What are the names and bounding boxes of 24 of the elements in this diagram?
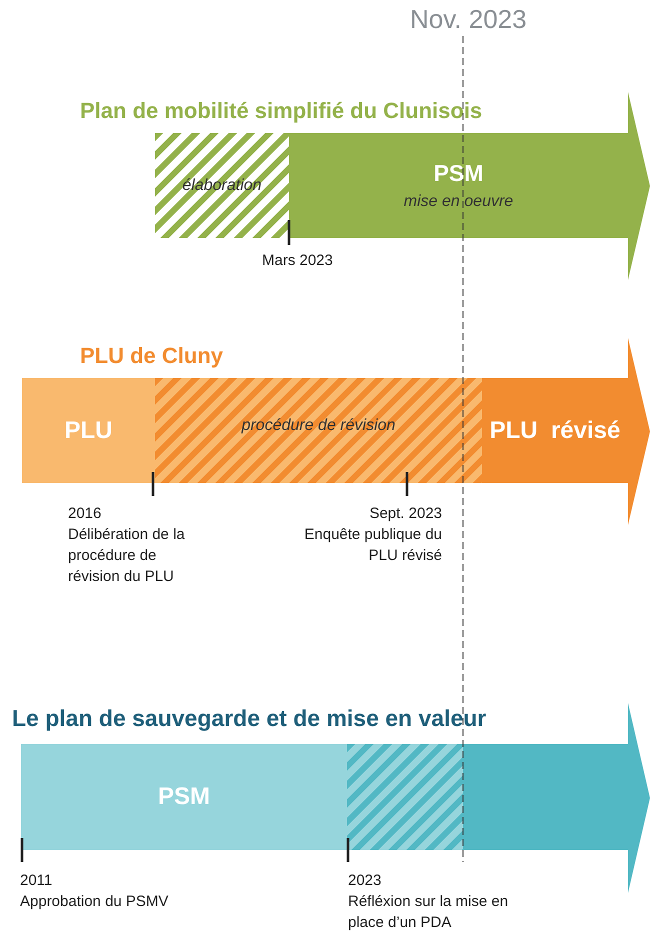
milestone-description: Réfléxion sur la mise en place d’un PDA (348, 892, 510, 931)
phase-label: procédure de révision (242, 416, 396, 434)
timeline-heading: Le plan de sauvegarde et de mise en valeur (12, 705, 486, 732)
hatched-phase-band (155, 378, 482, 483)
milestone-date: Sept. 2023 (368, 504, 442, 524)
hatched-phase-band (347, 744, 463, 850)
milestone-date: 2023 (348, 871, 382, 891)
date-marker-label: Nov. 2023 (410, 4, 528, 34)
timeline-heading: PLU de Cluny (80, 343, 224, 369)
timeline-heading: Plan de mobilité simplifié du Clunisois (80, 98, 482, 124)
milestone-date: Mars 2023 (262, 251, 334, 271)
phase-band (22, 378, 155, 483)
milestone-description: Approbation du PSMV (20, 892, 170, 912)
phase-band (21, 744, 347, 850)
phase-title: PLU révisé (490, 416, 620, 444)
milestone-description: Délibération de la procédure de révision du PLU (68, 525, 186, 587)
milestone-date: 2011 (20, 871, 54, 891)
phase-title: PLU (64, 416, 112, 444)
milestone-date: 2016 (68, 504, 102, 524)
phase-title: PSM (158, 783, 210, 811)
phase-title: PSM (434, 160, 484, 187)
phase-label: mise en oeuvre (404, 193, 514, 211)
hatched-phase-band (155, 133, 289, 238)
milestone-description: Enquête publique du PLU révisé (303, 525, 442, 566)
